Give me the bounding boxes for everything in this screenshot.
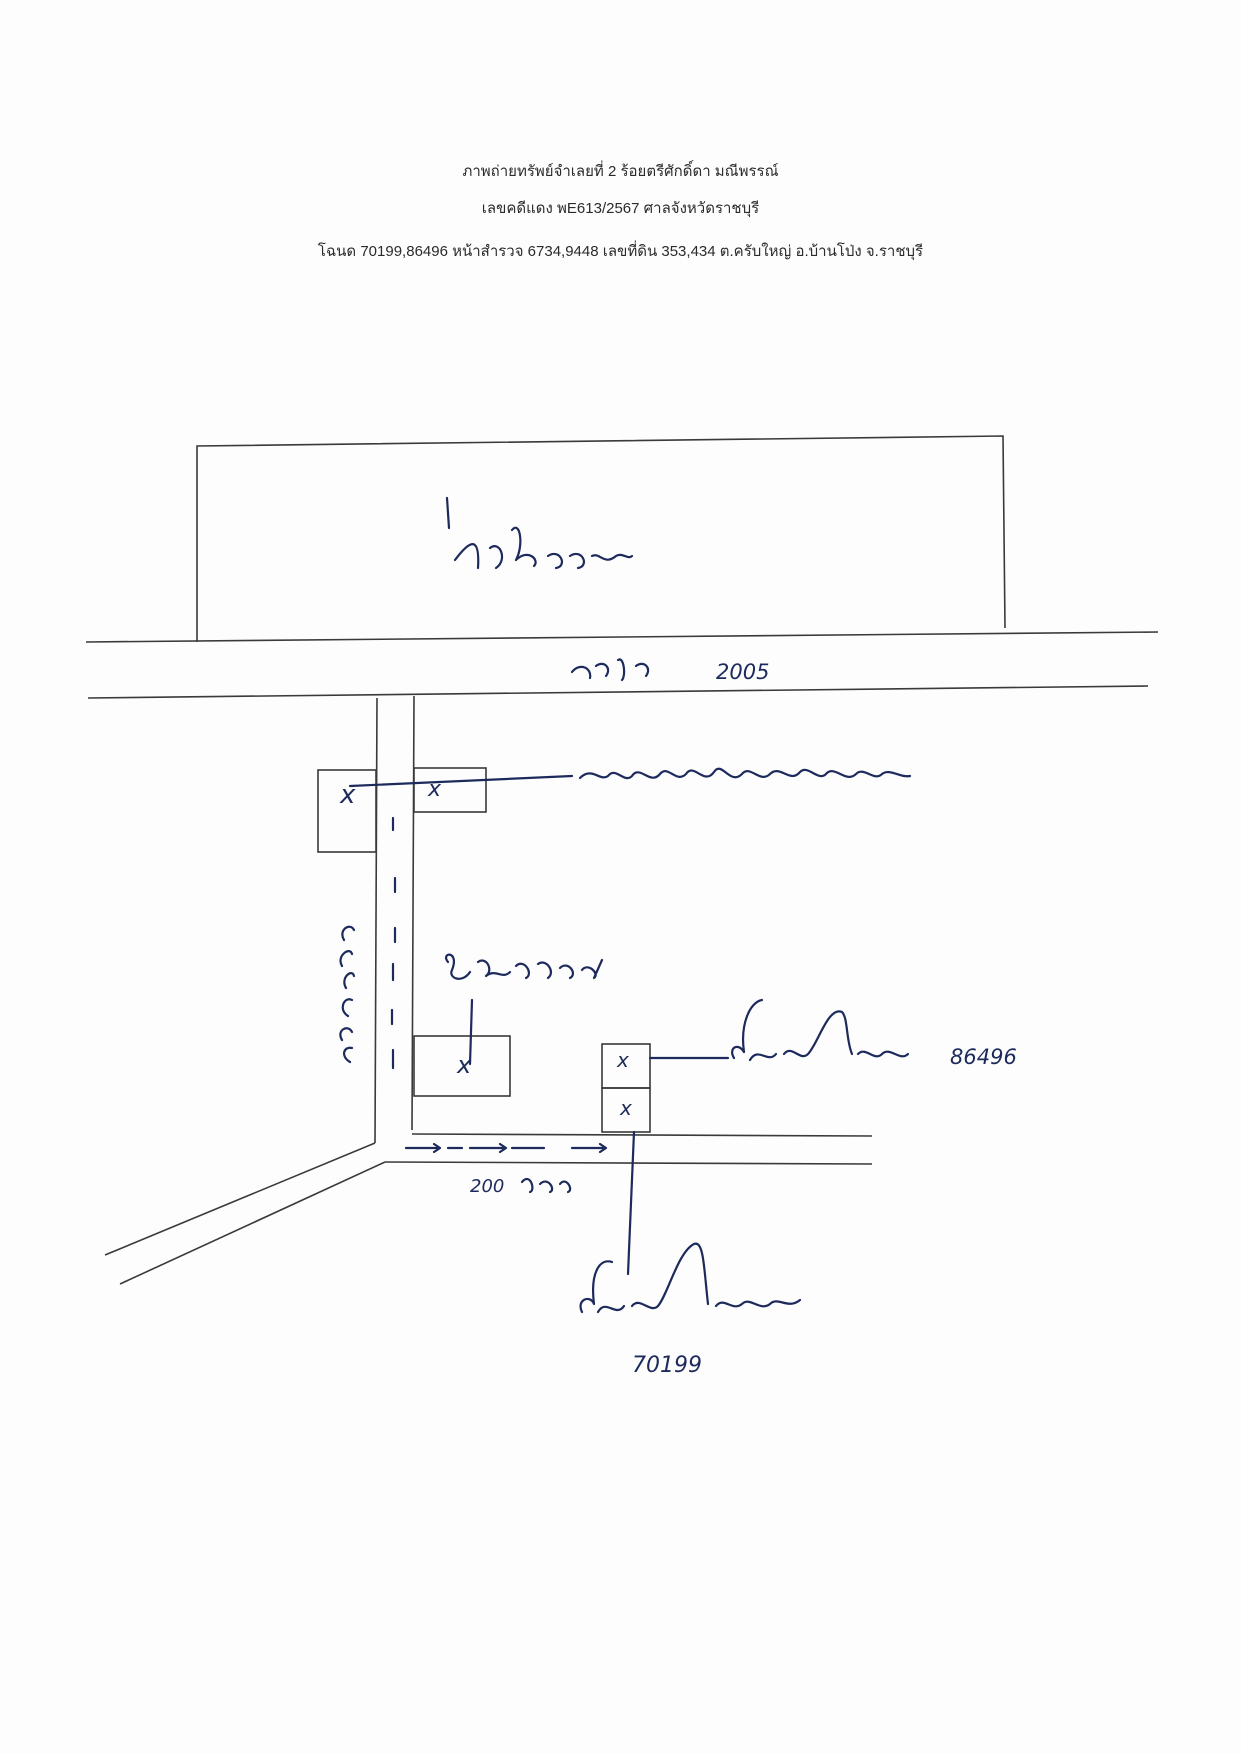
diagonal-road-lower-edge <box>119 1161 386 1285</box>
horizontal-distance-unit-scribble <box>520 1177 572 1194</box>
plot-upper-left <box>317 769 377 853</box>
plot-deed-b <box>601 1087 651 1133</box>
lower-road-lower-edge <box>384 1161 873 1165</box>
farm-plot-outline <box>196 435 1006 642</box>
deed-b-number: 70199 <box>632 1353 702 1378</box>
plot-upper-left-marker: x <box>339 780 356 810</box>
horizontal-distance-number: 200 <box>470 1176 504 1197</box>
plot-upper-right-marker: x <box>427 777 442 802</box>
diagonal-road-upper-edge <box>104 1142 376 1256</box>
farm-plot-label-scribble <box>445 496 634 570</box>
plot-middle-label-scribble <box>445 953 604 980</box>
lower-road-upper-edge <box>411 1133 873 1137</box>
plot-deed-b-marker: x <box>619 1096 632 1120</box>
plot-middle <box>413 1035 511 1097</box>
top-plots-leader-line <box>348 774 574 788</box>
title-line-1: ภาพถ่ายทรัพย์จำเลยที่ 2 ร้อยตรีศักดิ์ดา … <box>462 163 779 180</box>
deed-a-label-scribble <box>731 998 910 1062</box>
deed-a-number: 86496 <box>950 1045 1017 1069</box>
title-line-2: เลขคดีแดง พE613/2567 ศาลจังหวัดราชบุรี <box>481 200 760 217</box>
top-plots-label-scribble <box>578 767 912 780</box>
side-road-left-edge <box>374 697 378 1144</box>
main-road-upper-edge <box>85 631 1159 643</box>
main-road-number: 2005 <box>716 660 769 684</box>
deed-b-label-scribble <box>579 1242 802 1314</box>
title-line-3: โฉนด 70199,86496 หน้าสำรวจ 6734,9448 เลข… <box>317 243 924 260</box>
plot-upper-right <box>413 767 487 813</box>
side-road-arrows <box>390 816 397 1070</box>
main-road-lower-edge <box>87 685 1149 699</box>
plot-middle-marker: x <box>456 1051 472 1079</box>
plot-deed-a-marker: x <box>616 1048 629 1072</box>
deed-b-leader-line <box>626 1130 636 1276</box>
main-road-label-scribble <box>570 658 650 682</box>
lower-road-arrows <box>404 1142 608 1154</box>
vertical-distance-scribble <box>339 925 356 1064</box>
plot-middle-leader-line <box>468 998 474 1066</box>
